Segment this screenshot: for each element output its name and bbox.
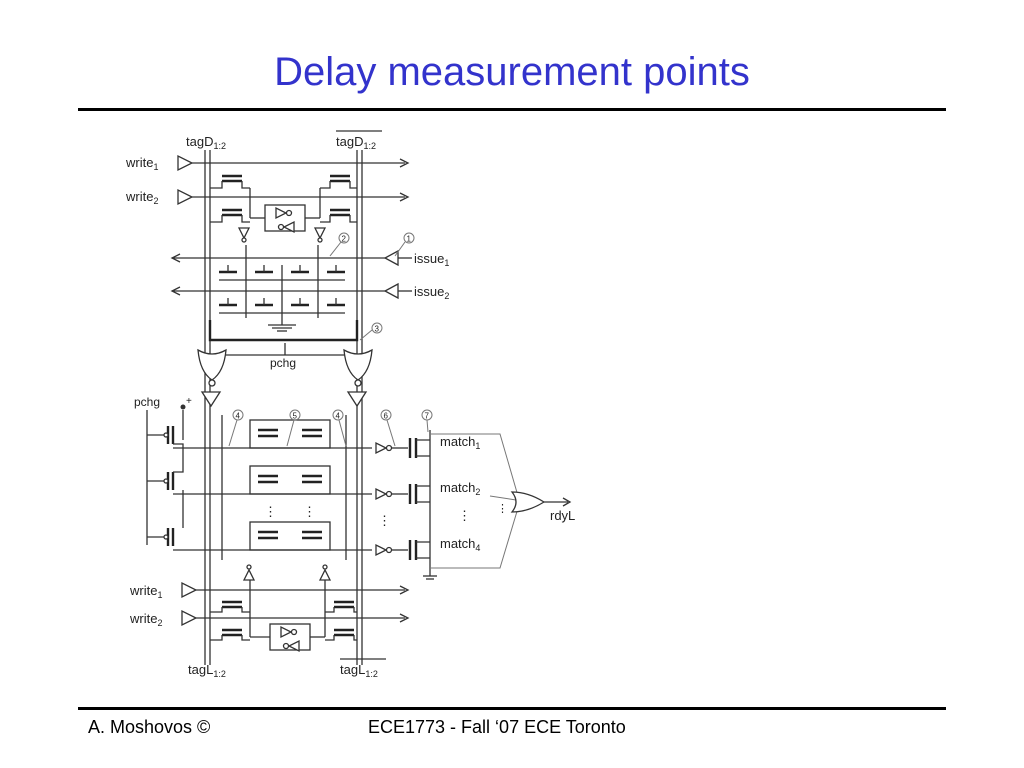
match-output-transistors [408, 430, 437, 580]
callout-4a: 4 [236, 412, 241, 421]
match1-label: match1 [440, 434, 480, 451]
arrow-right [562, 497, 572, 507]
issue2-driver [383, 282, 399, 300]
callout-5: 5 [293, 412, 298, 421]
match2-label: match2 [440, 480, 480, 497]
cam-cell-array [221, 415, 347, 560]
storage-latch-top [249, 188, 321, 234]
match4-label: match4 [440, 536, 480, 553]
title-rule [78, 108, 946, 111]
svg-text:⋮: ⋮ [497, 503, 508, 515]
bus-label-tagl-bar: tagL1:2 [340, 662, 378, 679]
write2-label-top: write2 [125, 189, 158, 206]
driver-right [346, 391, 368, 408]
write2-driver-bottom [181, 609, 198, 627]
write2-label-bottom: write2 [129, 611, 162, 628]
bus-label-tagd: tagD1:2 [186, 134, 226, 151]
issue-transistor-array [219, 245, 345, 332]
arrow-right [399, 192, 410, 202]
storage-latch-bottom [249, 580, 326, 653]
pchg-center-label: pchg [270, 356, 296, 370]
callout-markers: 1 2 3 4 5 4 6 7 [228, 232, 433, 447]
bus-label-tagd-bar: tagD1:2 [336, 134, 376, 151]
precharge-bus [208, 320, 359, 342]
issue1-driver [383, 249, 399, 267]
svg-text:⋮: ⋮ [378, 513, 391, 528]
arrow-left [170, 286, 181, 296]
arrow-right [399, 613, 410, 623]
arrow-left [170, 253, 181, 263]
write1-label-bottom: write1 [129, 583, 162, 600]
footer-author: A. Moshovos © [88, 717, 211, 737]
bus-label-tagl: tagL1:2 [188, 662, 226, 679]
write2-driver-top [177, 188, 194, 206]
match-inverters [375, 441, 408, 557]
write1-label-top: write1 [125, 155, 158, 172]
issue1-label: issue1 [414, 251, 449, 268]
svg-text:⋮: ⋮ [458, 508, 471, 523]
svg-text:⋮: ⋮ [264, 504, 277, 519]
write1-driver-bottom [181, 581, 198, 599]
driver-left [200, 391, 222, 408]
inverter-left [237, 227, 251, 240]
precharge-pmos-array [147, 426, 184, 546]
svg-text:+: + [186, 396, 192, 407]
or-gate [510, 491, 546, 513]
footer-rule [78, 707, 946, 710]
nor-gate-right [343, 348, 373, 381]
write-transistors-bottom [210, 600, 357, 641]
nor-gate-left [197, 348, 227, 381]
output-label: rdyL [550, 508, 575, 523]
inverter-bottom-right [318, 568, 332, 581]
inverter-bottom-left [242, 568, 256, 581]
callout-1: 1 [407, 235, 412, 244]
callout-2: 2 [342, 235, 347, 244]
write-transistors-top [210, 174, 357, 223]
arrow-right [399, 585, 410, 595]
pchg-left-label: pchg [134, 395, 160, 409]
svg-text:⋮: ⋮ [303, 504, 316, 519]
inverter-right [313, 227, 327, 240]
arrow-right [399, 158, 410, 168]
write1-driver-top [177, 154, 194, 172]
vertical-bit-lines [204, 150, 363, 665]
callout-4b: 4 [336, 412, 341, 421]
callout-7: 7 [425, 412, 430, 421]
issue2-label: issue2 [414, 284, 449, 301]
footer-course: ECE1773 - Fall ‘07 ECE Toronto [368, 717, 626, 737]
slide-title: Delay measurement points [274, 50, 750, 94]
callout-3: 3 [375, 325, 380, 334]
callout-6: 6 [384, 412, 389, 421]
